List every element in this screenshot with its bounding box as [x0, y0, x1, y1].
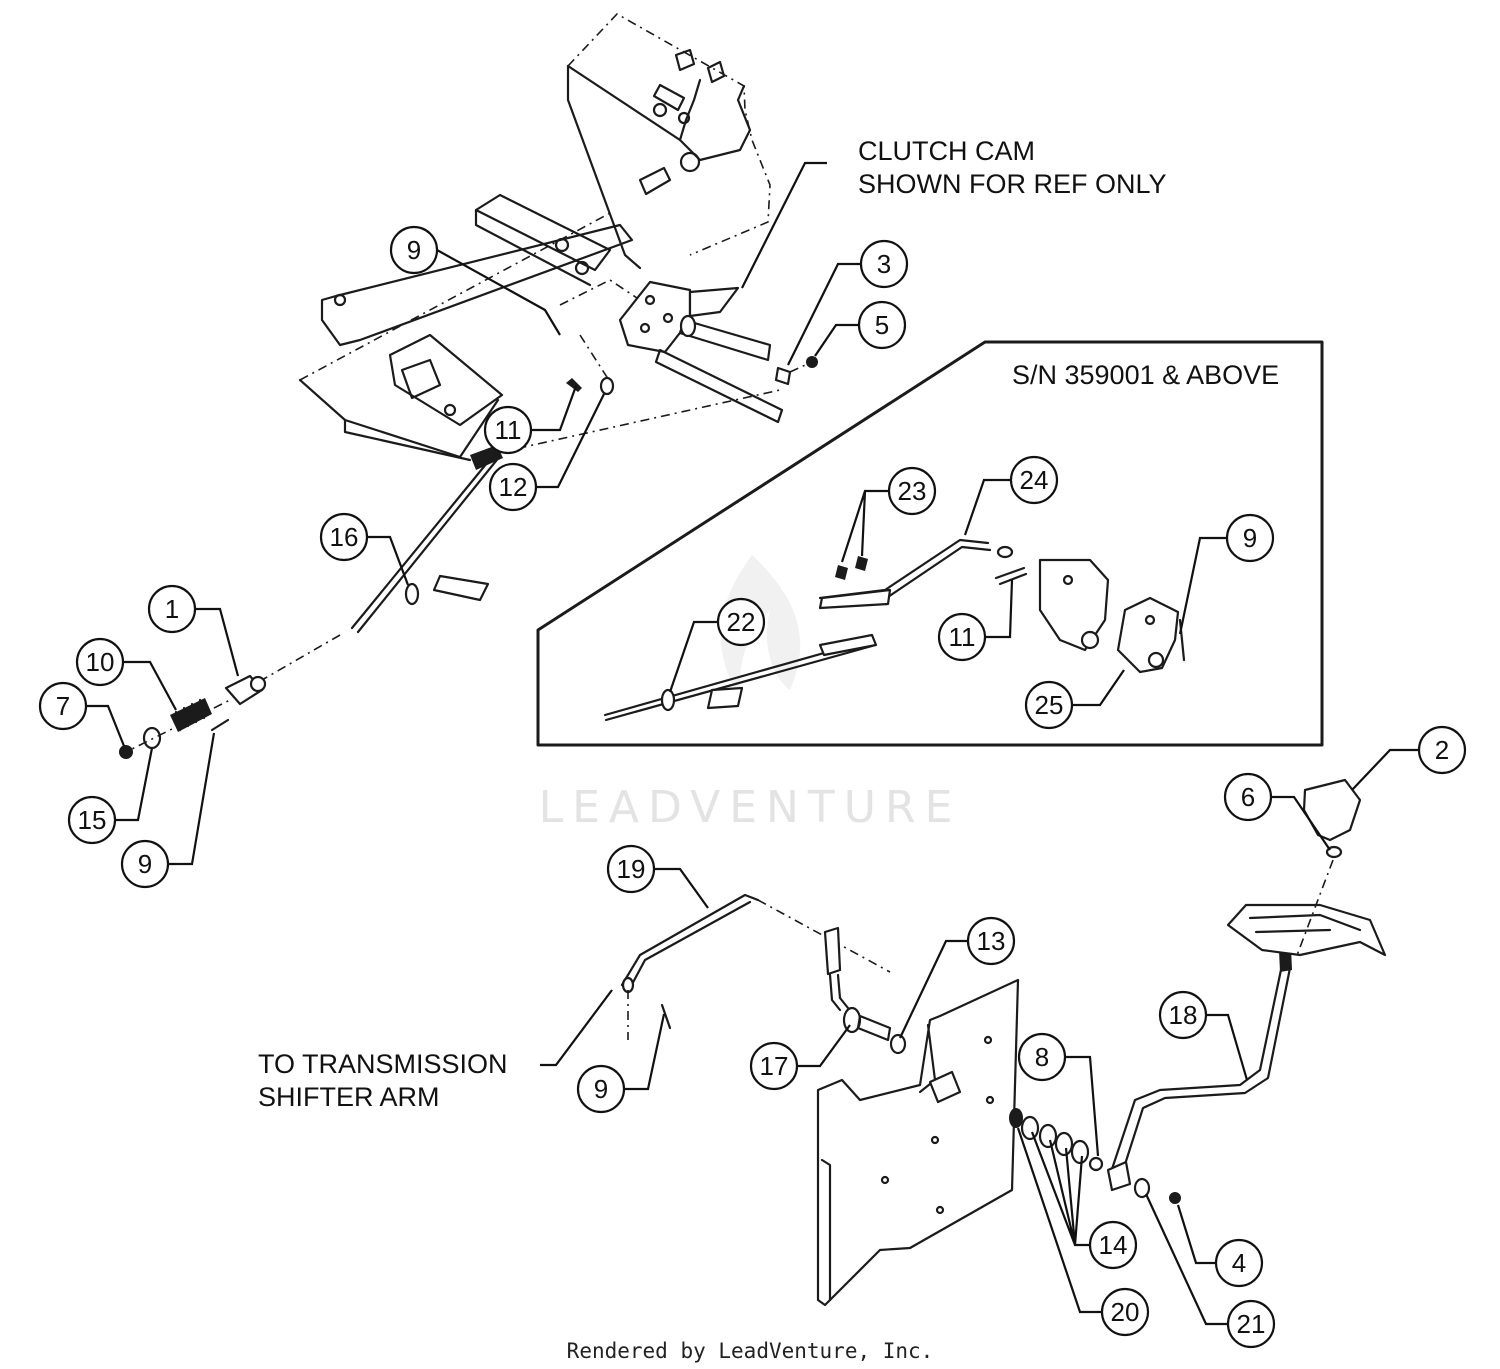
callout-11-top: 11: [483, 405, 533, 455]
svg-text:21: 21: [1237, 1309, 1266, 1339]
spring-assembly: [119, 674, 267, 759]
callout-4: 4: [1214, 1238, 1264, 1288]
clutch-cam-label-line1: CLUTCH CAM: [858, 136, 1035, 166]
serial-inset: [536, 340, 1324, 747]
callout-10: 10: [75, 637, 125, 687]
svg-text:8: 8: [1035, 1042, 1049, 1072]
svg-text:22: 22: [727, 607, 756, 637]
svg-text:9: 9: [407, 235, 421, 265]
callout-21: 21: [1226, 1299, 1276, 1349]
callout-7: 7: [38, 681, 88, 731]
callout-17: 17: [749, 1041, 799, 1091]
callout-23: 23: [887, 466, 937, 516]
callout-14: 14: [1088, 1220, 1138, 1270]
callout-22: 22: [716, 597, 766, 647]
callout-25: 25: [1024, 680, 1074, 730]
text-labels: CLUTCH CAM SHOWN FOR REF ONLY S/N 359001…: [258, 136, 1279, 1363]
svg-text:5: 5: [875, 310, 889, 340]
callout-15: 15: [67, 795, 117, 845]
svg-text:18: 18: [1169, 1000, 1198, 1030]
watermark-text: LEADVENTURE: [539, 782, 962, 833]
callouts: 9 3 5 11 12 16 1 10 7 15 9 23 24 9 22 11…: [38, 225, 1467, 1349]
svg-text:19: 19: [617, 854, 646, 884]
svg-text:9: 9: [1243, 523, 1257, 553]
svg-text:1: 1: [165, 594, 179, 624]
svg-text:7: 7: [56, 691, 70, 721]
svg-text:14: 14: [1099, 1230, 1128, 1260]
shift-assembly: [620, 778, 1387, 1307]
svg-text:9: 9: [138, 849, 152, 879]
callout-13: 13: [966, 916, 1016, 966]
frame-assembly: [298, 12, 784, 462]
callout-24: 24: [1009, 455, 1059, 505]
svg-text:4: 4: [1232, 1248, 1246, 1278]
callout-20: 20: [1100, 1287, 1150, 1337]
callout-2: 2: [1417, 725, 1467, 775]
svg-text:20: 20: [1111, 1297, 1140, 1327]
callout-18: 18: [1158, 990, 1208, 1040]
frame-hardware: [566, 356, 818, 396]
svg-text:13: 13: [977, 926, 1006, 956]
callout-11-inset: 11: [937, 612, 987, 662]
svg-text:24: 24: [1020, 465, 1049, 495]
callout-1: 1: [147, 584, 197, 634]
callout-9-inset: 9: [1225, 513, 1275, 563]
svg-text:12: 12: [499, 472, 528, 502]
callout-12: 12: [488, 462, 538, 512]
clutch-rod: [261, 389, 781, 681]
callout-19: 19: [606, 844, 656, 894]
transmission-label-line2: SHIFTER ARM: [258, 1082, 440, 1112]
svg-text:2: 2: [1435, 735, 1449, 765]
callout-9-left: 9: [120, 839, 170, 889]
svg-text:11: 11: [949, 622, 976, 652]
svg-text:6: 6: [1241, 782, 1255, 812]
svg-text:11: 11: [495, 415, 522, 445]
footer-credit: Rendered by LeadVenture, Inc.: [567, 1339, 934, 1363]
callout-9-bottom: 9: [576, 1064, 626, 1114]
callout-9-top: 9: [389, 225, 439, 275]
callout-8: 8: [1017, 1032, 1067, 1082]
transmission-label-line1: TO TRANSMISSION: [258, 1049, 508, 1079]
callout-16: 16: [319, 512, 369, 562]
svg-text:25: 25: [1035, 690, 1064, 720]
svg-text:3: 3: [877, 249, 891, 279]
watermark: LEADVENTURE: [539, 555, 962, 833]
svg-text:17: 17: [760, 1051, 789, 1081]
leader-lines: [86, 161, 1419, 1326]
clutch-cam-label-line2: SHOWN FOR REF ONLY: [858, 169, 1167, 199]
callout-5: 5: [857, 300, 907, 350]
svg-text:15: 15: [78, 805, 107, 835]
serial-note: S/N 359001 & ABOVE: [1012, 360, 1279, 390]
svg-text:23: 23: [898, 476, 927, 506]
callout-3: 3: [859, 239, 909, 289]
svg-text:9: 9: [594, 1074, 608, 1104]
callout-6: 6: [1223, 772, 1273, 822]
svg-text:10: 10: [86, 647, 115, 677]
svg-text:16: 16: [330, 522, 359, 552]
